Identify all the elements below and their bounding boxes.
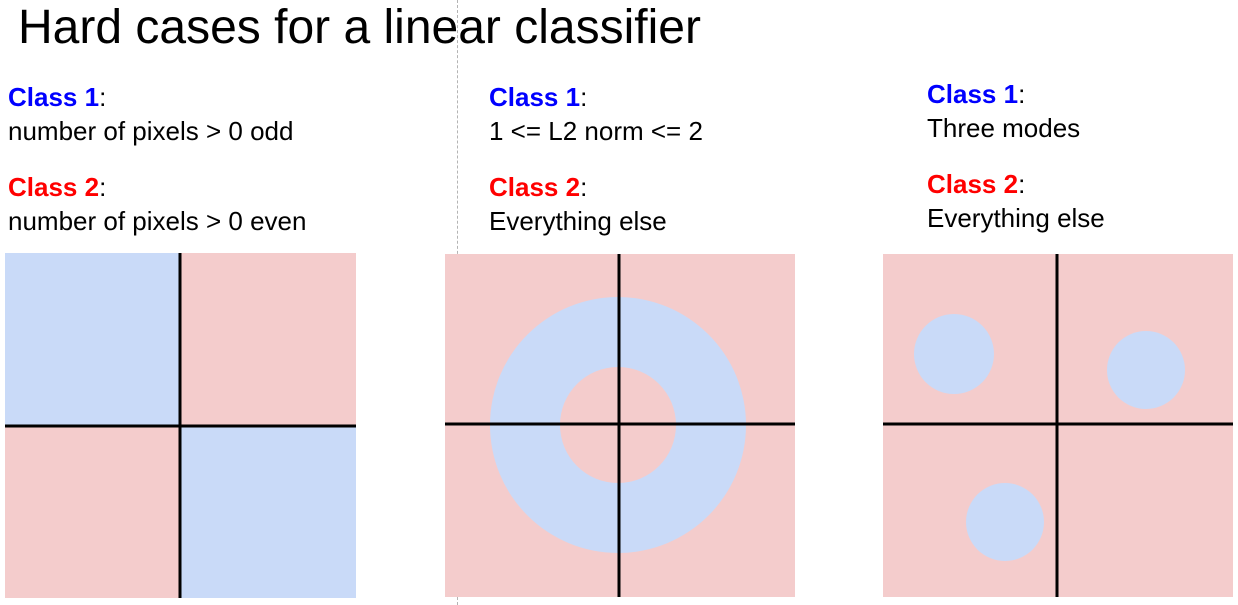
three-modes-svg	[883, 254, 1233, 597]
case-2-class-2-desc: Everything else	[489, 206, 667, 236]
case-2-class-1-desc: 1 <= L2 norm <= 2	[489, 116, 703, 146]
class-2-region-top-right	[180, 253, 356, 426]
case-2-class-1-label: Class 1	[489, 82, 581, 112]
colon: :	[1018, 79, 1026, 109]
class-1-mode-bottom	[966, 483, 1044, 561]
case-3-class-2-label: Class 2	[927, 169, 1019, 199]
ring-svg	[445, 254, 795, 597]
class-1-mode-top-left	[914, 314, 994, 394]
case-3-description: Class 1: Three modes Class 2: Everything…	[927, 77, 1105, 235]
ring-diagram	[445, 254, 796, 599]
case-1-class-2-label: Class 2	[8, 172, 100, 202]
slide-title: Hard cases for a linear classifier	[18, 1, 701, 54]
case-2-class-2-label: Class 2	[489, 172, 581, 202]
case-3-class-2-desc: Everything else	[927, 203, 1105, 233]
class-1-region-top-left	[5, 253, 180, 426]
class-1-mode-top-right	[1107, 331, 1185, 409]
case-1-class-1-desc: number of pixels > 0 odd	[8, 116, 294, 146]
quadrant-parity-diagram	[5, 253, 356, 598]
colon: :	[99, 172, 107, 202]
case-1-class-2-desc: number of pixels > 0 even	[8, 206, 307, 236]
quadrant-parity-svg	[5, 253, 356, 598]
colon: :	[580, 172, 588, 202]
case-3-class-1-label: Class 1	[927, 79, 1019, 109]
colon: :	[580, 82, 588, 112]
three-modes-diagram	[883, 254, 1234, 599]
colon: :	[1018, 169, 1026, 199]
colon: :	[99, 82, 107, 112]
case-3-class-1-desc: Three modes	[927, 113, 1081, 143]
class-1-region-bottom-right	[180, 426, 356, 598]
case-1-description: Class 1: number of pixels > 0 odd Class …	[8, 80, 306, 238]
case-1-class-1-label: Class 1	[8, 82, 100, 112]
case-2-description: Class 1: 1 <= L2 norm <= 2 Class 2: Ever…	[489, 80, 703, 238]
class-2-region-bottom-left	[5, 426, 180, 598]
